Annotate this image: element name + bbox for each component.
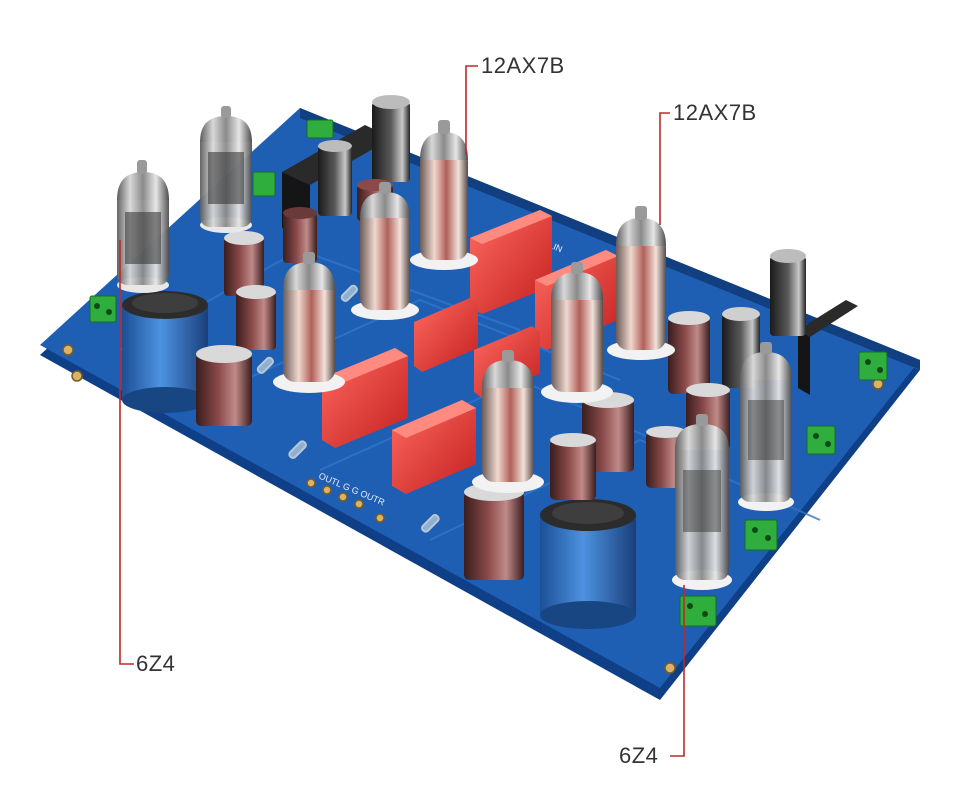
filter-capacitor-right [540, 499, 636, 629]
callout-label-12ax7b-right: 12AX7B [673, 100, 757, 125]
tube-6z4-small-back [200, 106, 252, 233]
filter-capacitor-left [122, 291, 208, 413]
tube-12ax7b-right [607, 206, 675, 360]
callout-label-6z4-left: 6Z4 [136, 651, 176, 676]
callout-label-6z4-right: 6Z4 [619, 743, 659, 768]
callout-line-12ax7b-left [465, 65, 478, 155]
callout-line-12ax7b-right [659, 112, 670, 225]
tube-6z4-left [117, 160, 169, 293]
black-capacitors [318, 95, 806, 388]
callout-lines [119, 65, 685, 757]
tube-6z4-right [672, 414, 732, 590]
tube-12ax7b-front-left [273, 252, 345, 393]
callout-label-12ax7b-left: 12AX7B [481, 53, 565, 78]
resistors [256, 284, 440, 533]
tube-12ax7b-front-right [472, 350, 544, 493]
mounting-holes [62, 344, 884, 674]
tube-12ax7b-center-right [541, 262, 613, 403]
tube-12ax7b-left [410, 120, 478, 270]
callout-line-6z4-right [670, 585, 685, 757]
tube-6z4-back-right [738, 342, 794, 511]
callout-line-6z4-left [119, 240, 134, 665]
terminal-blocks [89, 119, 888, 627]
heatsink-right [798, 300, 858, 395]
tube-12ax7b-mid [351, 182, 419, 320]
